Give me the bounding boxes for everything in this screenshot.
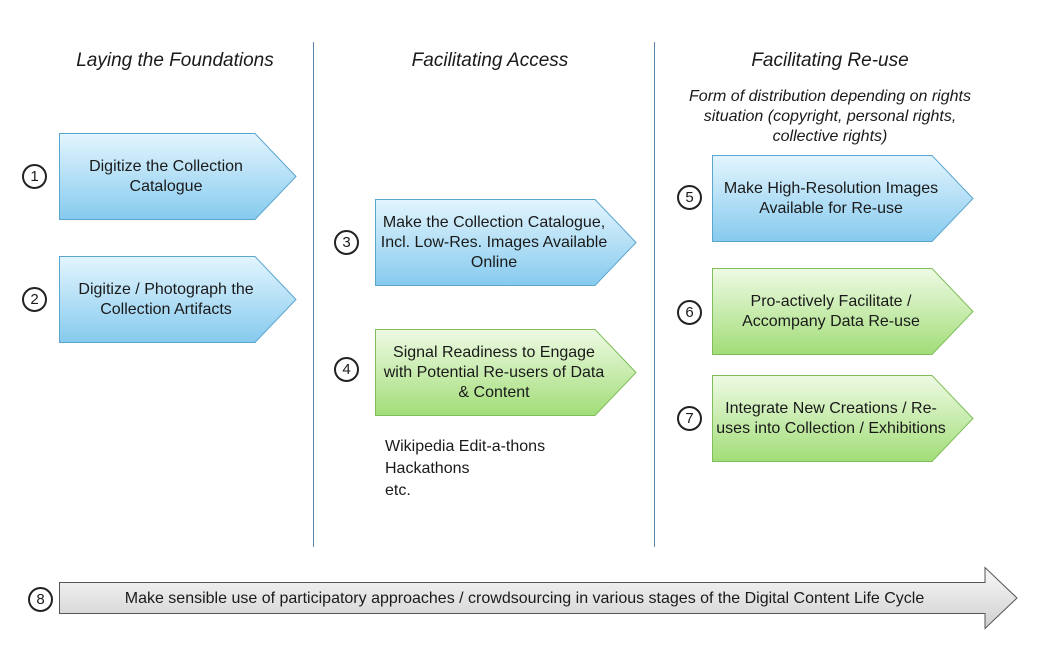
step-3-arrow	[375, 199, 637, 286]
example-edit-a-thons: Wikipedia Edit-a-thons	[385, 438, 546, 455]
step-4-arrow	[375, 329, 637, 416]
step-7-label: Integrate New Creations / Re-uses into C…	[716, 399, 946, 437]
step-8-arrow	[59, 566, 1018, 630]
step-6-label: Pro-actively Facilitate / Accompany Data…	[742, 292, 920, 330]
step-3-number: 3	[334, 230, 359, 255]
column-divider-1	[313, 42, 314, 547]
step-6-arrow	[712, 268, 974, 355]
step-1-number: 1	[22, 164, 47, 189]
example-etc: etc.	[385, 482, 411, 499]
step-4-number: 4	[334, 357, 359, 382]
step-2-number: 2	[22, 287, 47, 312]
example-hackathons: Hackathons	[385, 460, 470, 477]
step-5-arrow	[712, 155, 974, 242]
step-5-number: 5	[677, 185, 702, 210]
step-8-label: Make sensible use of participatory appro…	[124, 589, 925, 607]
step-4-label: Signal Readiness to Engage with Potentia…	[383, 343, 605, 401]
step-3-label: Make the Collection Catalogue, Incl. Low…	[380, 213, 608, 271]
column-title-reuse: Facilitating Re-use	[751, 50, 909, 71]
step-7-number: 7	[677, 406, 702, 431]
column-title-access: Facilitating Access	[411, 50, 569, 71]
column-divider-2	[654, 42, 655, 547]
step-7-arrow	[712, 375, 974, 462]
step-2-arrow	[59, 256, 297, 343]
step-1-arrow	[59, 133, 297, 220]
step-2-label: Digitize / Photograph the Collection Art…	[78, 280, 254, 318]
step-6-number: 6	[677, 300, 702, 325]
column-title-foundations: Laying the Foundations	[76, 50, 274, 71]
step-8-number: 8	[28, 587, 53, 612]
step-1-label: Digitize the Collection Catalogue	[89, 157, 243, 195]
rights-note: Form of distribution depending on rights…	[689, 88, 971, 145]
step-5-label: Make High-Resolution Images Available fo…	[723, 179, 939, 217]
